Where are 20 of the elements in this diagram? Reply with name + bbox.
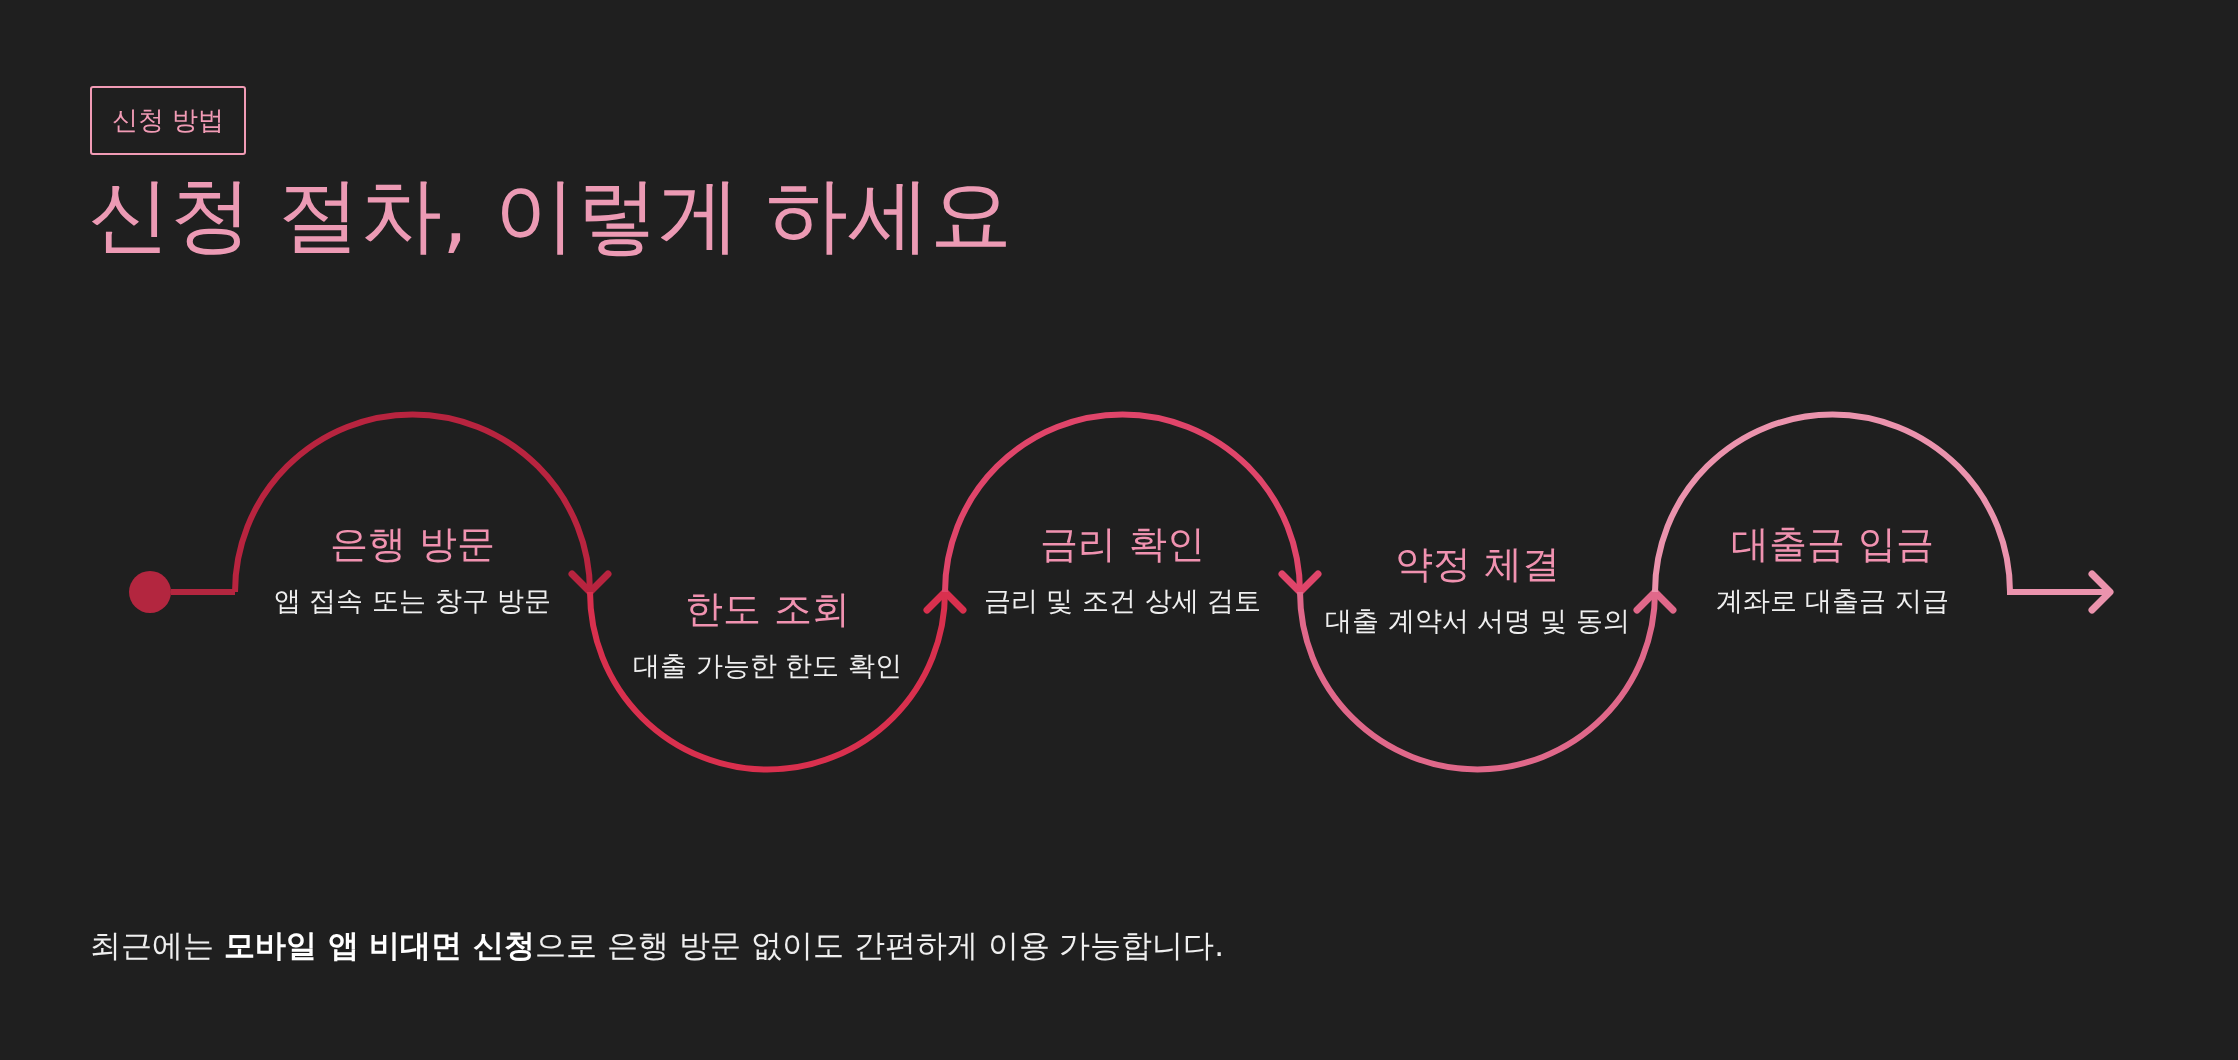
arrow [942,411,1321,596]
arrow [1297,588,1676,773]
step-title: 약정 체결 [1395,541,1560,588]
footnote: 최근에는 모바일 앱 비대면 신청으로 은행 방문 없이도 간편하게 이용 가능합니다. [90,926,1225,965]
section-tag: 신청 방법 [90,86,247,155]
step-description: 앱 접속 또는 창구 방문 [273,584,552,619]
step-title: 금리 확인 [1040,521,1205,568]
step-title: 은행 방문 [330,521,495,568]
step-title: 대출금 입금 [1731,521,1934,568]
step-description: 대출 계약서 서명 및 동의 [1325,604,1630,639]
arrow [1652,411,2114,614]
start-dot [129,571,171,613]
step-description: 계좌로 대출금 지급 [1715,584,1950,619]
step-description: 대출 가능한 한도 확인 [633,649,902,684]
step-description: 금리 및 조건 상세 검토 [983,584,1262,619]
arrow [232,411,611,596]
page-title: 신청 절차, 이렇게 하세요 [88,170,1013,261]
step-title: 한도 조회 [685,586,850,633]
arrow [587,588,966,773]
connector-line [171,589,235,595]
